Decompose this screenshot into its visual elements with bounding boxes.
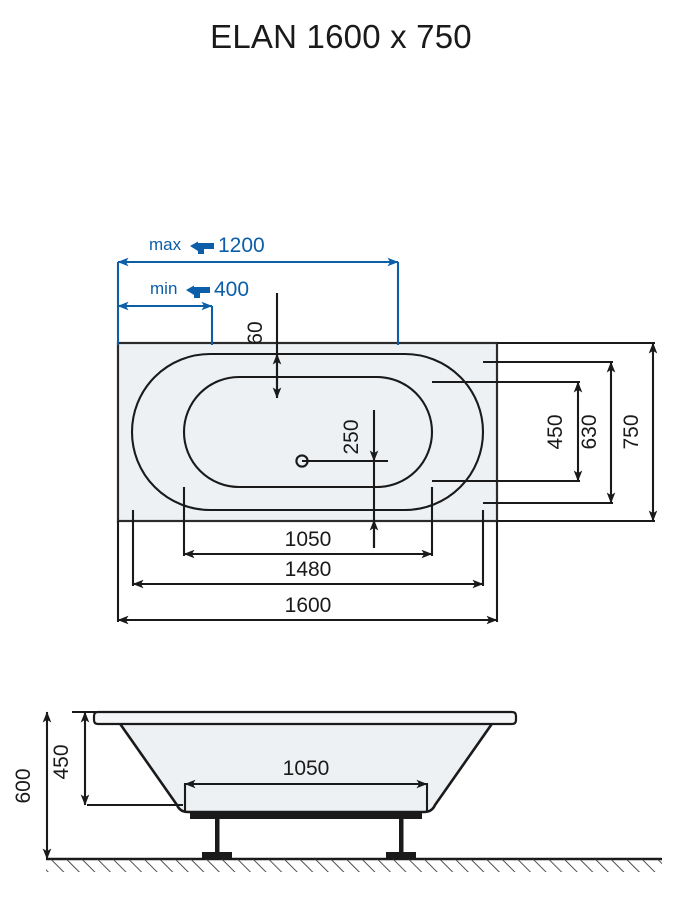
rim-width-value: 60 [244,321,267,344]
faucet-icon [190,241,214,254]
tub-rim [92,710,518,726]
drain-offset-value: 250 [340,419,363,454]
outer-length-value: 1480 [285,558,332,581]
ground-hatch [46,859,662,872]
inner-length-value: 1050 [285,528,332,551]
min-tap-prefix: min [150,279,177,298]
max-tap-value: 1200 [218,234,265,257]
max-tap-prefix: max [149,235,182,254]
tub-body-profile [113,716,499,814]
faucet-icon [186,285,210,298]
base-width-value: 1050 [283,757,330,780]
plan-right-dimensions: 450 630 750 [432,341,658,523]
rim-width-dimension: 60 [244,293,282,399]
plan-view-group [116,341,499,523]
support-leg-left [215,819,220,854]
min-tap-value: 400 [214,278,249,301]
support-frame-bar [190,812,422,819]
tub-inner-stadium [182,375,434,489]
tub-height-value: 450 [50,744,73,779]
inner-width-value: 450 [544,414,567,449]
drain-offset-dimension: 250 [340,410,379,548]
support-leg-right-foot [386,852,416,859]
overall-height-value: 600 [12,768,35,803]
page-title: ELAN 1600 x 750 [210,18,472,55]
overall-length-value: 1600 [285,594,332,617]
tap-dimension-group: max 1200 min 400 [116,234,400,345]
mid-width-value: 630 [578,414,601,449]
plan-bottom-dimensions: 1050 1480 1600 [116,487,499,625]
support-leg-left-foot [202,852,232,859]
elevation-view-group [46,710,662,872]
overall-width-value: 750 [620,414,643,449]
support-leg-right [399,819,404,854]
elevation-dimensions: 600 450 1050 [12,710,429,860]
